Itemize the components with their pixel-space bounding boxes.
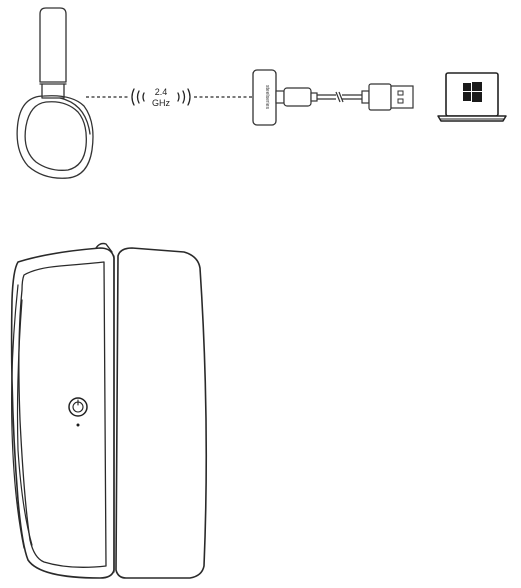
usb-dongle-icon: steelseries: [252, 69, 285, 126]
dongle-brand-label: steelseries: [264, 85, 270, 109]
windows-logo-icon: [463, 82, 482, 102]
signal-waves-left-icon: [131, 88, 145, 106]
usb-c-connector-icon: [283, 87, 318, 107]
earcup-closeup: [10, 242, 208, 579]
adapter-cable: [317, 91, 362, 103]
power-button: [68, 397, 88, 417]
usb-a-connector-icon: [361, 83, 414, 111]
frequency-unit-label: GHz: [152, 98, 171, 108]
headphone-side-icon: [16, 7, 94, 179]
signal-waves-right-icon: [177, 88, 191, 106]
frequency-value-label: 2.4: [155, 87, 168, 97]
status-led-icon: [76, 423, 80, 427]
